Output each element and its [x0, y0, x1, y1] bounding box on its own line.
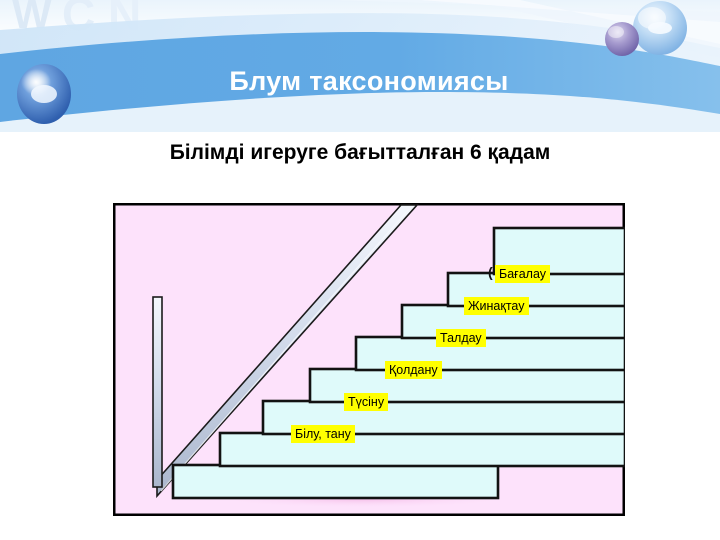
step-label-3: Қолдану — [385, 361, 442, 379]
banner-graphic: W C N — [0, 0, 720, 132]
subtitle-text: Білімді игеруге бағытталған 6 қадам — [169, 141, 551, 164]
banner-wave-lower — [0, 92, 720, 132]
sphere-right-large — [633, 1, 687, 55]
step-label-5: Жинақтау — [464, 297, 529, 315]
sphere-right-small — [605, 22, 639, 56]
sphere-left — [17, 64, 71, 124]
step-base — [171, 463, 500, 500]
step-label-4: Талдау — [436, 329, 486, 347]
banner-sheen — [330, 0, 720, 58]
page-title: Блум таксономиясы — [229, 66, 509, 96]
staircase-graphic — [113, 203, 625, 516]
step-1-riser — [218, 431, 625, 468]
bloom-taxonomy-staircase: Бағалау Жинақтау Талдау Қолдану Түсіну Б… — [113, 203, 625, 516]
handrail-post — [152, 296, 163, 488]
stray-glyph: ( — [488, 264, 493, 280]
header-banner: W C N — [0, 0, 720, 132]
banner-wave-pale — [0, 13, 720, 74]
step-label-6: Бағалау — [495, 265, 551, 283]
step-label-2: Түсіну — [344, 393, 389, 411]
step-label-1: Білу, тану — [291, 425, 355, 443]
step-4-riser — [354, 335, 625, 372]
